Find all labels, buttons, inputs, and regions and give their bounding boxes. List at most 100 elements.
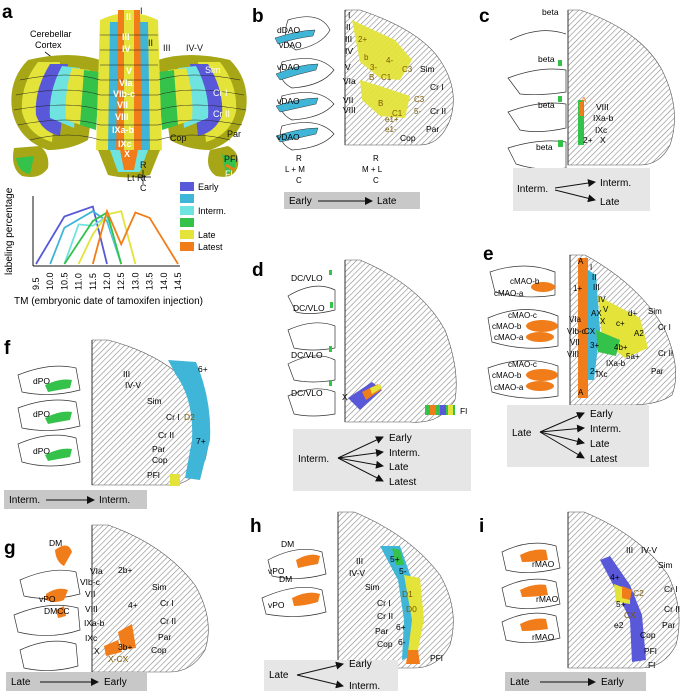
svg-text:Late: Late: [377, 196, 397, 207]
svg-text:vPO: vPO: [39, 594, 56, 604]
svg-text:beta: beta: [542, 7, 559, 17]
svg-text:Late: Late: [600, 197, 620, 208]
panel-b-zone-labels: 2+ b 4- 3- B C1 C3 B C1 C3 5- e1+ e1-: [358, 35, 425, 134]
svg-text:5-: 5-: [414, 107, 421, 116]
chart-series-line: [35, 205, 108, 265]
svg-text:II: II: [346, 22, 351, 32]
svg-text:Early: Early: [349, 659, 372, 670]
svg-text:VIII: VIII: [343, 105, 356, 115]
svg-text:rMAO: rMAO: [532, 559, 555, 569]
svg-text:cMAO-a: cMAO-a: [494, 333, 524, 342]
panel-h: h DM vPO DM vPO III IV-V Sim Cr I Cr II …: [250, 511, 454, 692]
svg-text:4b+: 4b+: [614, 343, 628, 352]
svg-text:Late: Late: [590, 439, 610, 450]
panel-b-compass: R L + M C R M + L C: [285, 154, 383, 185]
svg-text:VIb-c: VIb-c: [567, 327, 586, 336]
chart-xlabel: TM (embryonic date of tamoxifen injectio…: [14, 296, 203, 307]
svg-text:e2: e2: [614, 620, 624, 630]
svg-text:VII: VII: [117, 100, 128, 110]
svg-text:IV: IV: [345, 46, 353, 56]
svg-text:V: V: [345, 62, 351, 72]
svg-text:VIa: VIa: [119, 78, 134, 88]
panel-b-section-labels: dDAO vDAO vDAO vDAO vDAO: [277, 25, 302, 142]
svg-text:g: g: [4, 538, 16, 559]
svg-text:6+: 6+: [198, 364, 208, 374]
panel-b-lobule-labels: I II III IV V VIa VII VIII Sim Cr I Cr I…: [343, 10, 446, 143]
svg-text:dPO: dPO: [33, 409, 50, 419]
svg-text:1+: 1+: [573, 284, 582, 293]
svg-text:Latest: Latest: [389, 477, 416, 488]
svg-text:e1+: e1+: [385, 115, 399, 124]
svg-text:II: II: [148, 38, 153, 48]
svg-text:VII: VII: [570, 338, 580, 347]
svg-text:I: I: [140, 6, 143, 16]
svg-text:Early: Early: [389, 433, 412, 444]
svg-text:vDAO: vDAO: [277, 62, 300, 72]
svg-text:V: V: [126, 66, 132, 76]
svg-text:L + M: L + M: [285, 165, 305, 174]
svg-text:e1-: e1-: [385, 125, 397, 134]
svg-text:III: III: [593, 283, 600, 292]
svg-text:rMAO: rMAO: [536, 594, 559, 604]
svg-text:Par: Par: [158, 632, 171, 642]
svg-text:PFl: PFl: [430, 653, 443, 663]
chart-x-tick-label: 12.0: [102, 272, 112, 290]
svg-text:I: I: [590, 263, 592, 272]
svg-text:Cop: Cop: [151, 645, 167, 655]
svg-text:IXa-b: IXa-b: [84, 618, 105, 628]
svg-text:Sim: Sim: [658, 560, 673, 570]
svg-text:Cr II: Cr II: [658, 349, 673, 358]
panel-b: b dDAO vDAO vDAO vDAO vDAO R L + M C R M…: [252, 6, 454, 209]
svg-text:Par: Par: [152, 444, 165, 454]
svg-text:cMAO-b: cMAO-b: [492, 322, 522, 331]
svg-text:Interm.: Interm.: [298, 454, 329, 465]
svg-text:c+: c+: [616, 319, 625, 328]
svg-text:IV-V: IV-V: [125, 380, 141, 390]
svg-text:IXc: IXc: [85, 633, 98, 643]
svg-text:beta: beta: [538, 100, 555, 110]
chart-x-tick-label: 11.0: [74, 273, 84, 290]
svg-text:h: h: [250, 516, 262, 537]
svg-text:Cr II: Cr II: [430, 106, 446, 116]
svg-text:Late: Late: [269, 670, 289, 681]
svg-text:cMAO-c: cMAO-c: [508, 360, 537, 369]
svg-text:Early: Early: [104, 677, 127, 688]
panel-c: c beta beta beta beta A VIII IXa-b IXc X…: [479, 6, 675, 211]
svg-text:c: c: [479, 6, 490, 27]
chart-ylabel: labeling percentage: [4, 187, 15, 275]
svg-text:VIa: VIa: [343, 76, 356, 86]
svg-text:B: B: [369, 73, 374, 82]
svg-text:PFl: PFl: [644, 646, 657, 656]
svg-text:R: R: [296, 154, 302, 163]
svg-text:DC/VLO: DC/VLO: [291, 273, 323, 283]
svg-text:III: III: [626, 545, 633, 555]
svg-text:Late: Late: [389, 462, 409, 473]
chart-series-line: [63, 211, 123, 265]
svg-text:VIb-c: VIb-c: [80, 577, 101, 587]
svg-text:Fl: Fl: [648, 660, 655, 670]
svg-text:VII: VII: [343, 95, 353, 105]
svg-text:X: X: [600, 135, 606, 145]
svg-text:cMAO-b: cMAO-b: [492, 371, 522, 380]
svg-text:dPO: dPO: [33, 446, 50, 456]
svg-text:DM: DM: [49, 538, 62, 548]
panel-b-letter: b: [252, 6, 264, 27]
svg-text:DC/VLO: DC/VLO: [293, 303, 325, 313]
svg-text:2b+: 2b+: [118, 565, 132, 575]
svg-text:Cr I: Cr I: [658, 323, 671, 332]
svg-text:IV: IV: [598, 295, 606, 304]
svg-text:IXa-b: IXa-b: [112, 125, 135, 135]
svg-text:5a+: 5a+: [626, 352, 640, 361]
svg-text:Interm.: Interm.: [590, 424, 621, 435]
svg-text:Interm.: Interm.: [349, 681, 380, 692]
svg-text:Par: Par: [426, 124, 439, 134]
svg-text:Latest: Latest: [590, 454, 617, 465]
svg-text:2+: 2+: [590, 367, 599, 376]
svg-text:CX: CX: [624, 610, 636, 620]
svg-text:cMAO-c: cMAO-c: [508, 311, 537, 320]
svg-text:e: e: [483, 244, 494, 265]
panel-a-vermis-labels: II III IV V VIa VIb-c VII VIII IXa-b IXc…: [112, 12, 135, 159]
svg-text:Par: Par: [375, 626, 388, 636]
svg-text:vDAO: vDAO: [277, 132, 300, 142]
svg-text:beta: beta: [536, 142, 553, 152]
